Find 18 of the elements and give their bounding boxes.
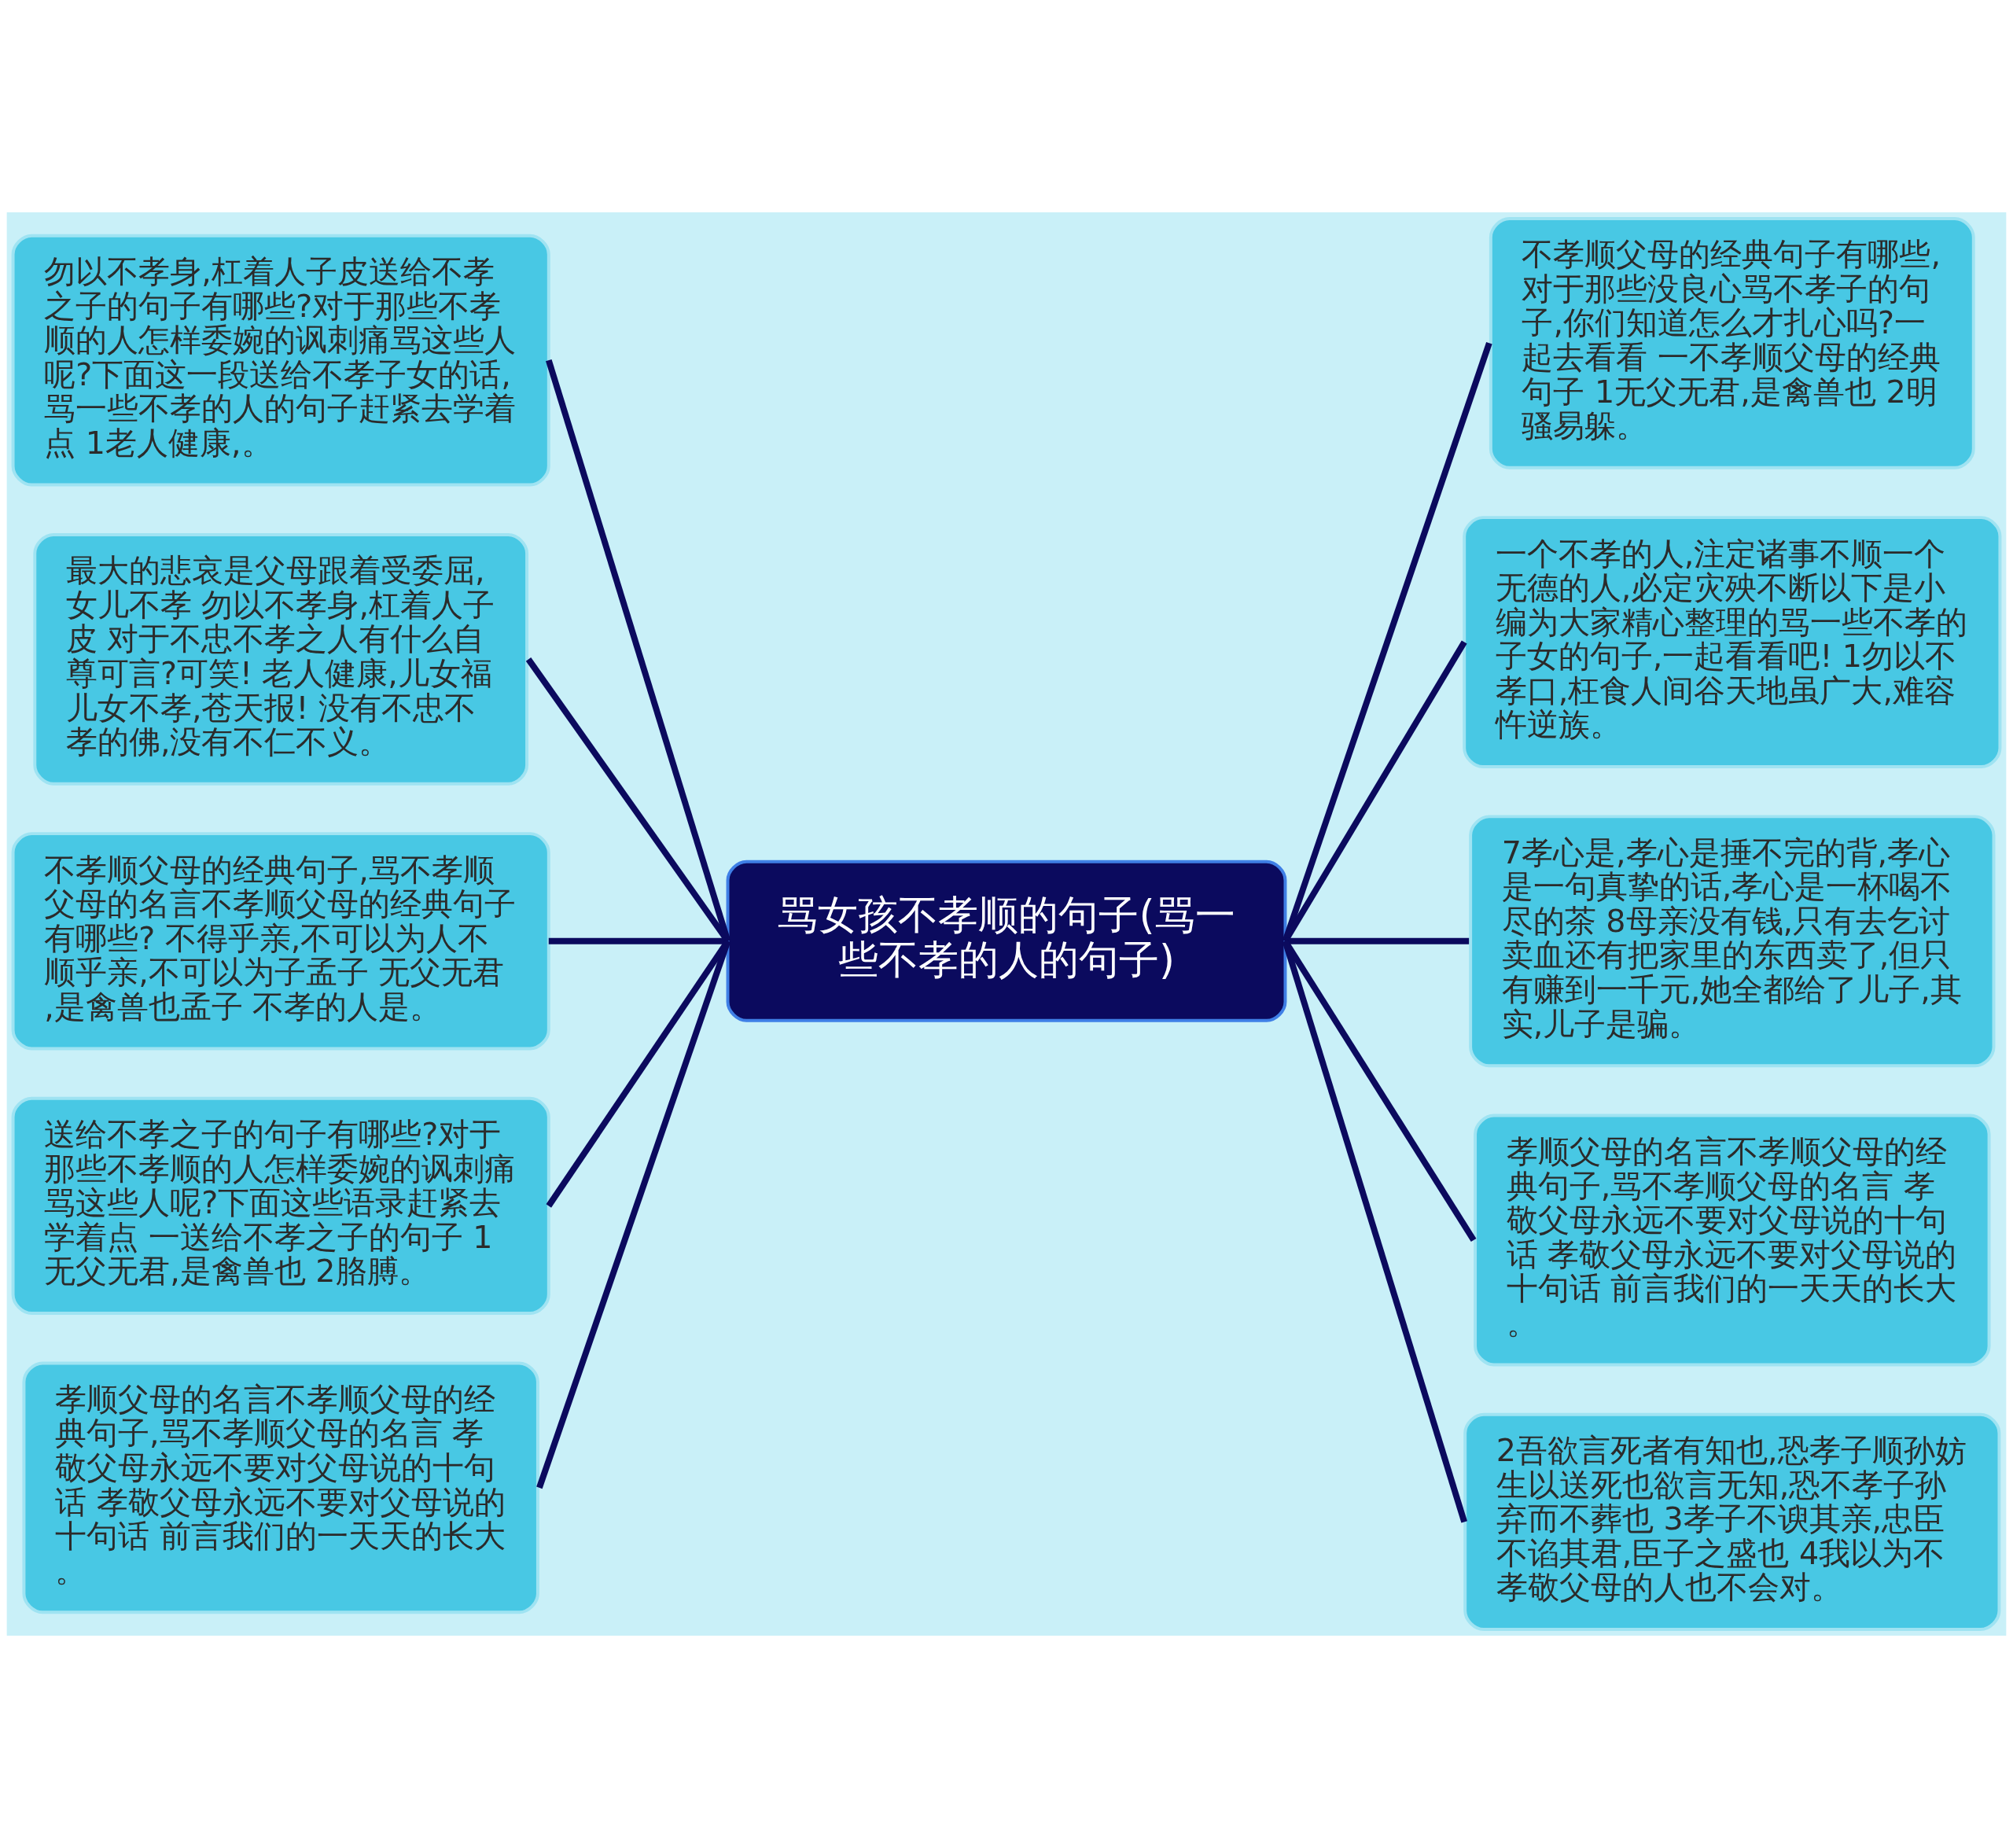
connector (546, 359, 731, 942)
connector (1282, 342, 1492, 943)
node-box: 7孝心是,孝心是捶不完的背,孝心是一句真挚的话,孝心是一杯喝不尽的茶 8母亲没有钱,只有去乞讨卖血还有把家里的东西卖了,但只有赚到一千元,她全都给了儿子,其实,儿子是骗。 (1469, 815, 1996, 1068)
node-box: 不孝顺父母的经典句子,骂不孝顺父母的名言不孝顺父母的经典句子有哪些? 不得乎亲,不可以为人不顺乎亲,不可以为子孟子 无父无君,是禽兽也孟子 不孝的人是。 (11, 832, 550, 1051)
connector (525, 657, 730, 944)
node-box: 勿以不孝身,杠着人子皮送给不孝之子的句子有哪些?对于那些不孝顺的人怎样委婉的讽刺痛骂这些人呢?下面这一段送给不孝子女的话,骂一些不孝的人的句子赶紧去学着点 1老人健康,。 (11, 234, 550, 487)
connector (1283, 640, 1467, 943)
node-box: 送给不孝之子的句子有哪些?对于那些不孝顺的人怎样委婉的讽刺痛骂这些人呢?下面这些语录赶紧去学着点 一送给不孝之子的句子 1无父无君,是禽兽也 2胳膊。 (11, 1096, 550, 1316)
node-box: 孝顺父母的名言不孝顺父母的经典句子,骂不孝顺父母的名言 孝敬父母永远不要对父母说的十句话 孝敬父母永远不要对父母说的十句话 前言我们的一天天的长大。 (1474, 1114, 1991, 1367)
node-box: 孝顺父母的名言不孝顺父母的经典句子,骂不孝顺父母的名言 孝敬父母永远不要对父母说的十句话 孝敬父母永远不要对父母说的十句话 前言我们的一天天的长大。 (22, 1361, 539, 1614)
node-box: 不孝顺父母的经典句子有哪些,对于那些没良心骂不孝子的句子,你们知道怎么才扎心吗?一起去看看 一不孝顺父母的经典句子 1无父无君,是禽兽也 2明骚易躲。 (1489, 216, 1975, 469)
node-box: 2吾欲言死者有知也,恐孝子顺孙妨生以送死也欲言无知,恐不孝子孙弃而不葬也 3孝子不谀其亲,忠臣不谄其君,臣子之盛也 4我以为不孝敬父母的人也不会对。 (1463, 1412, 2001, 1632)
connector (536, 940, 731, 1489)
node-box: 一个不孝的人,注定诸事不顺一个无德的人,必定灾殃不断以下是小编为大家精心整理的骂一些不孝的子女的句子,一起看看吧! 1勿以不孝口,枉食人间谷天地虽广大,难容忤逆族。 (1463, 516, 2002, 768)
connector (1282, 940, 1467, 1523)
node-box: 最大的悲哀是父母跟着受委屈,女儿不孝 勿以不孝身,杠着人子皮 对于不忠不孝之人有什么自尊可言?可笑! 老人健康,儿女福儿女不孝,苍天报! 没有不忠不孝的佛,没有不仁不义。 (33, 532, 529, 786)
connector (546, 939, 730, 1208)
node-box: 骂女孩不孝顺的句子(骂一些不孝的人的句子) (726, 860, 1287, 1022)
